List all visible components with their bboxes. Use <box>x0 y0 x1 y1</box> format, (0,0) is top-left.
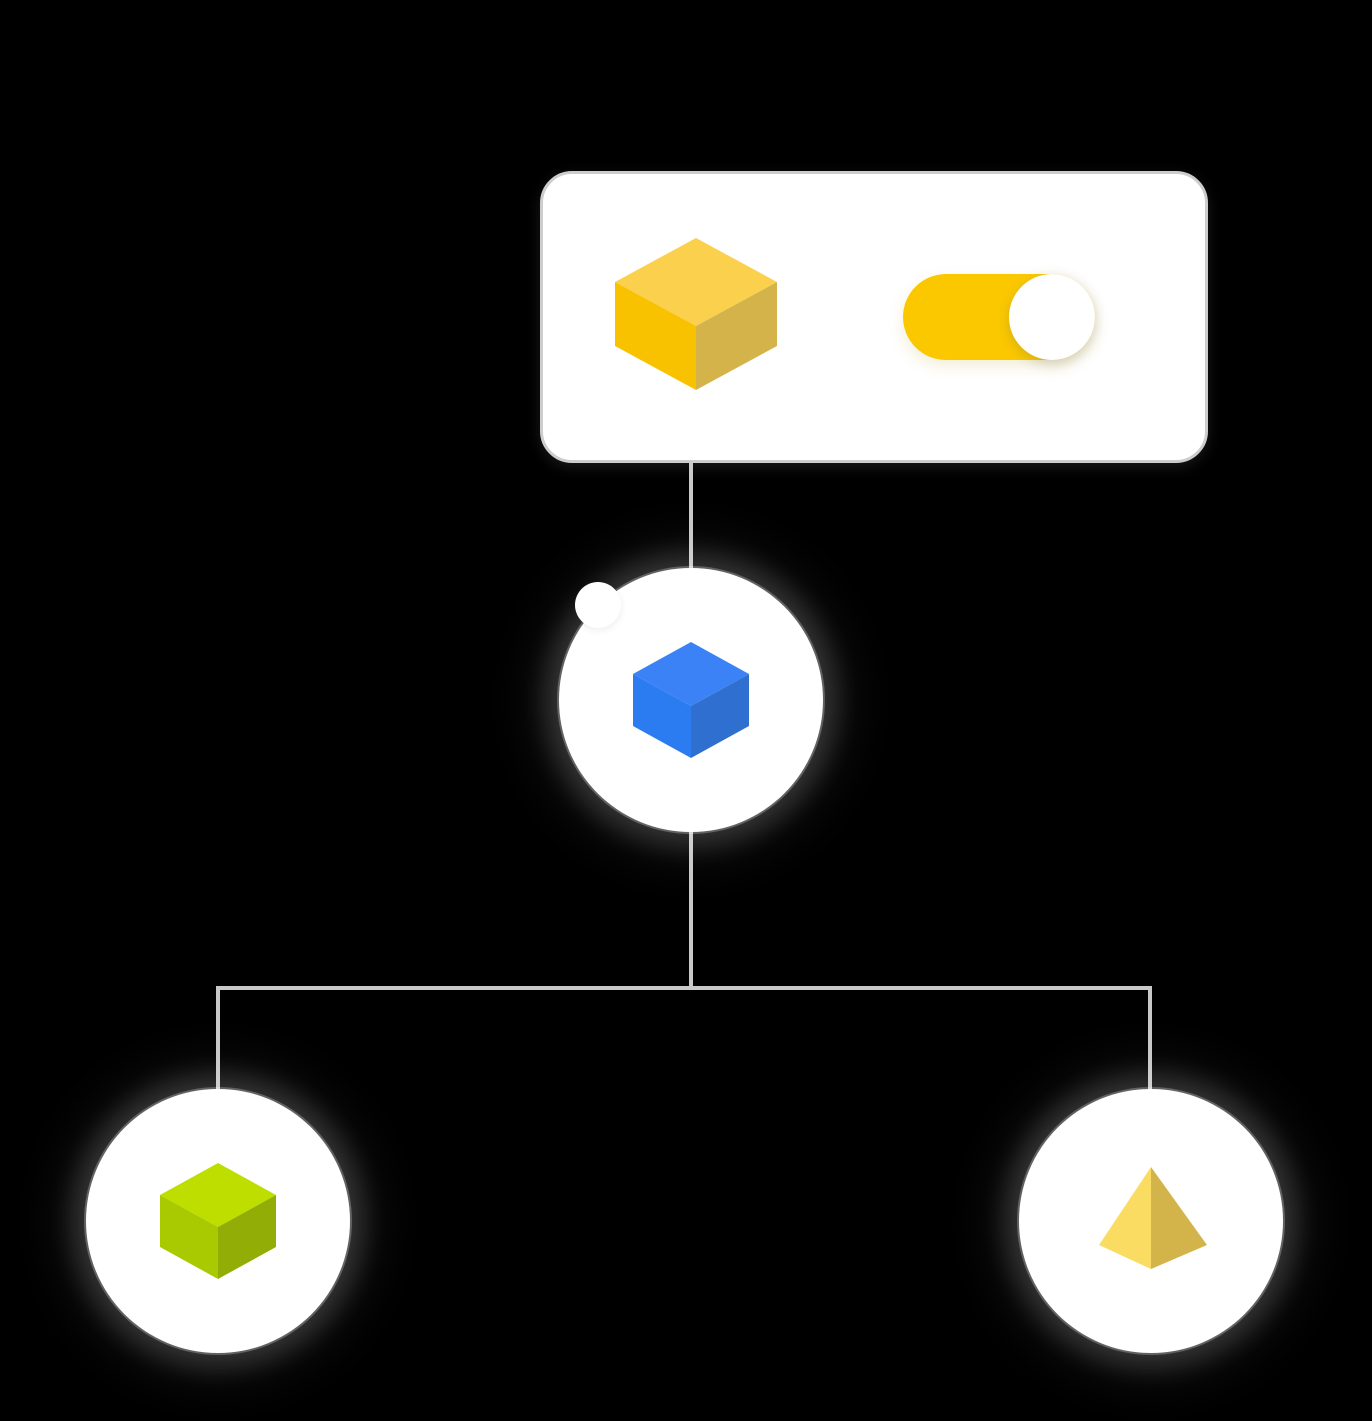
toggle-knob[interactable] <box>1009 274 1095 360</box>
node-left[interactable] <box>86 1089 350 1353</box>
yellow-cube-icon <box>613 236 779 392</box>
edge-bus-to-right-node <box>1148 986 1152 1106</box>
edge-bus-to-left-node <box>216 986 220 1106</box>
edge-root-to-bus <box>689 790 693 990</box>
yellow-pyramid-icon <box>1089 1159 1213 1283</box>
node-root[interactable] <box>559 568 823 832</box>
settings-card[interactable] <box>540 171 1208 463</box>
status-badge-dot <box>575 582 621 628</box>
feature-toggle[interactable] <box>903 274 1095 360</box>
green-cube-icon <box>156 1159 280 1283</box>
edge-horizontal-bus <box>216 986 1152 990</box>
node-right[interactable] <box>1019 1089 1283 1353</box>
blue-cube-icon <box>629 638 753 762</box>
